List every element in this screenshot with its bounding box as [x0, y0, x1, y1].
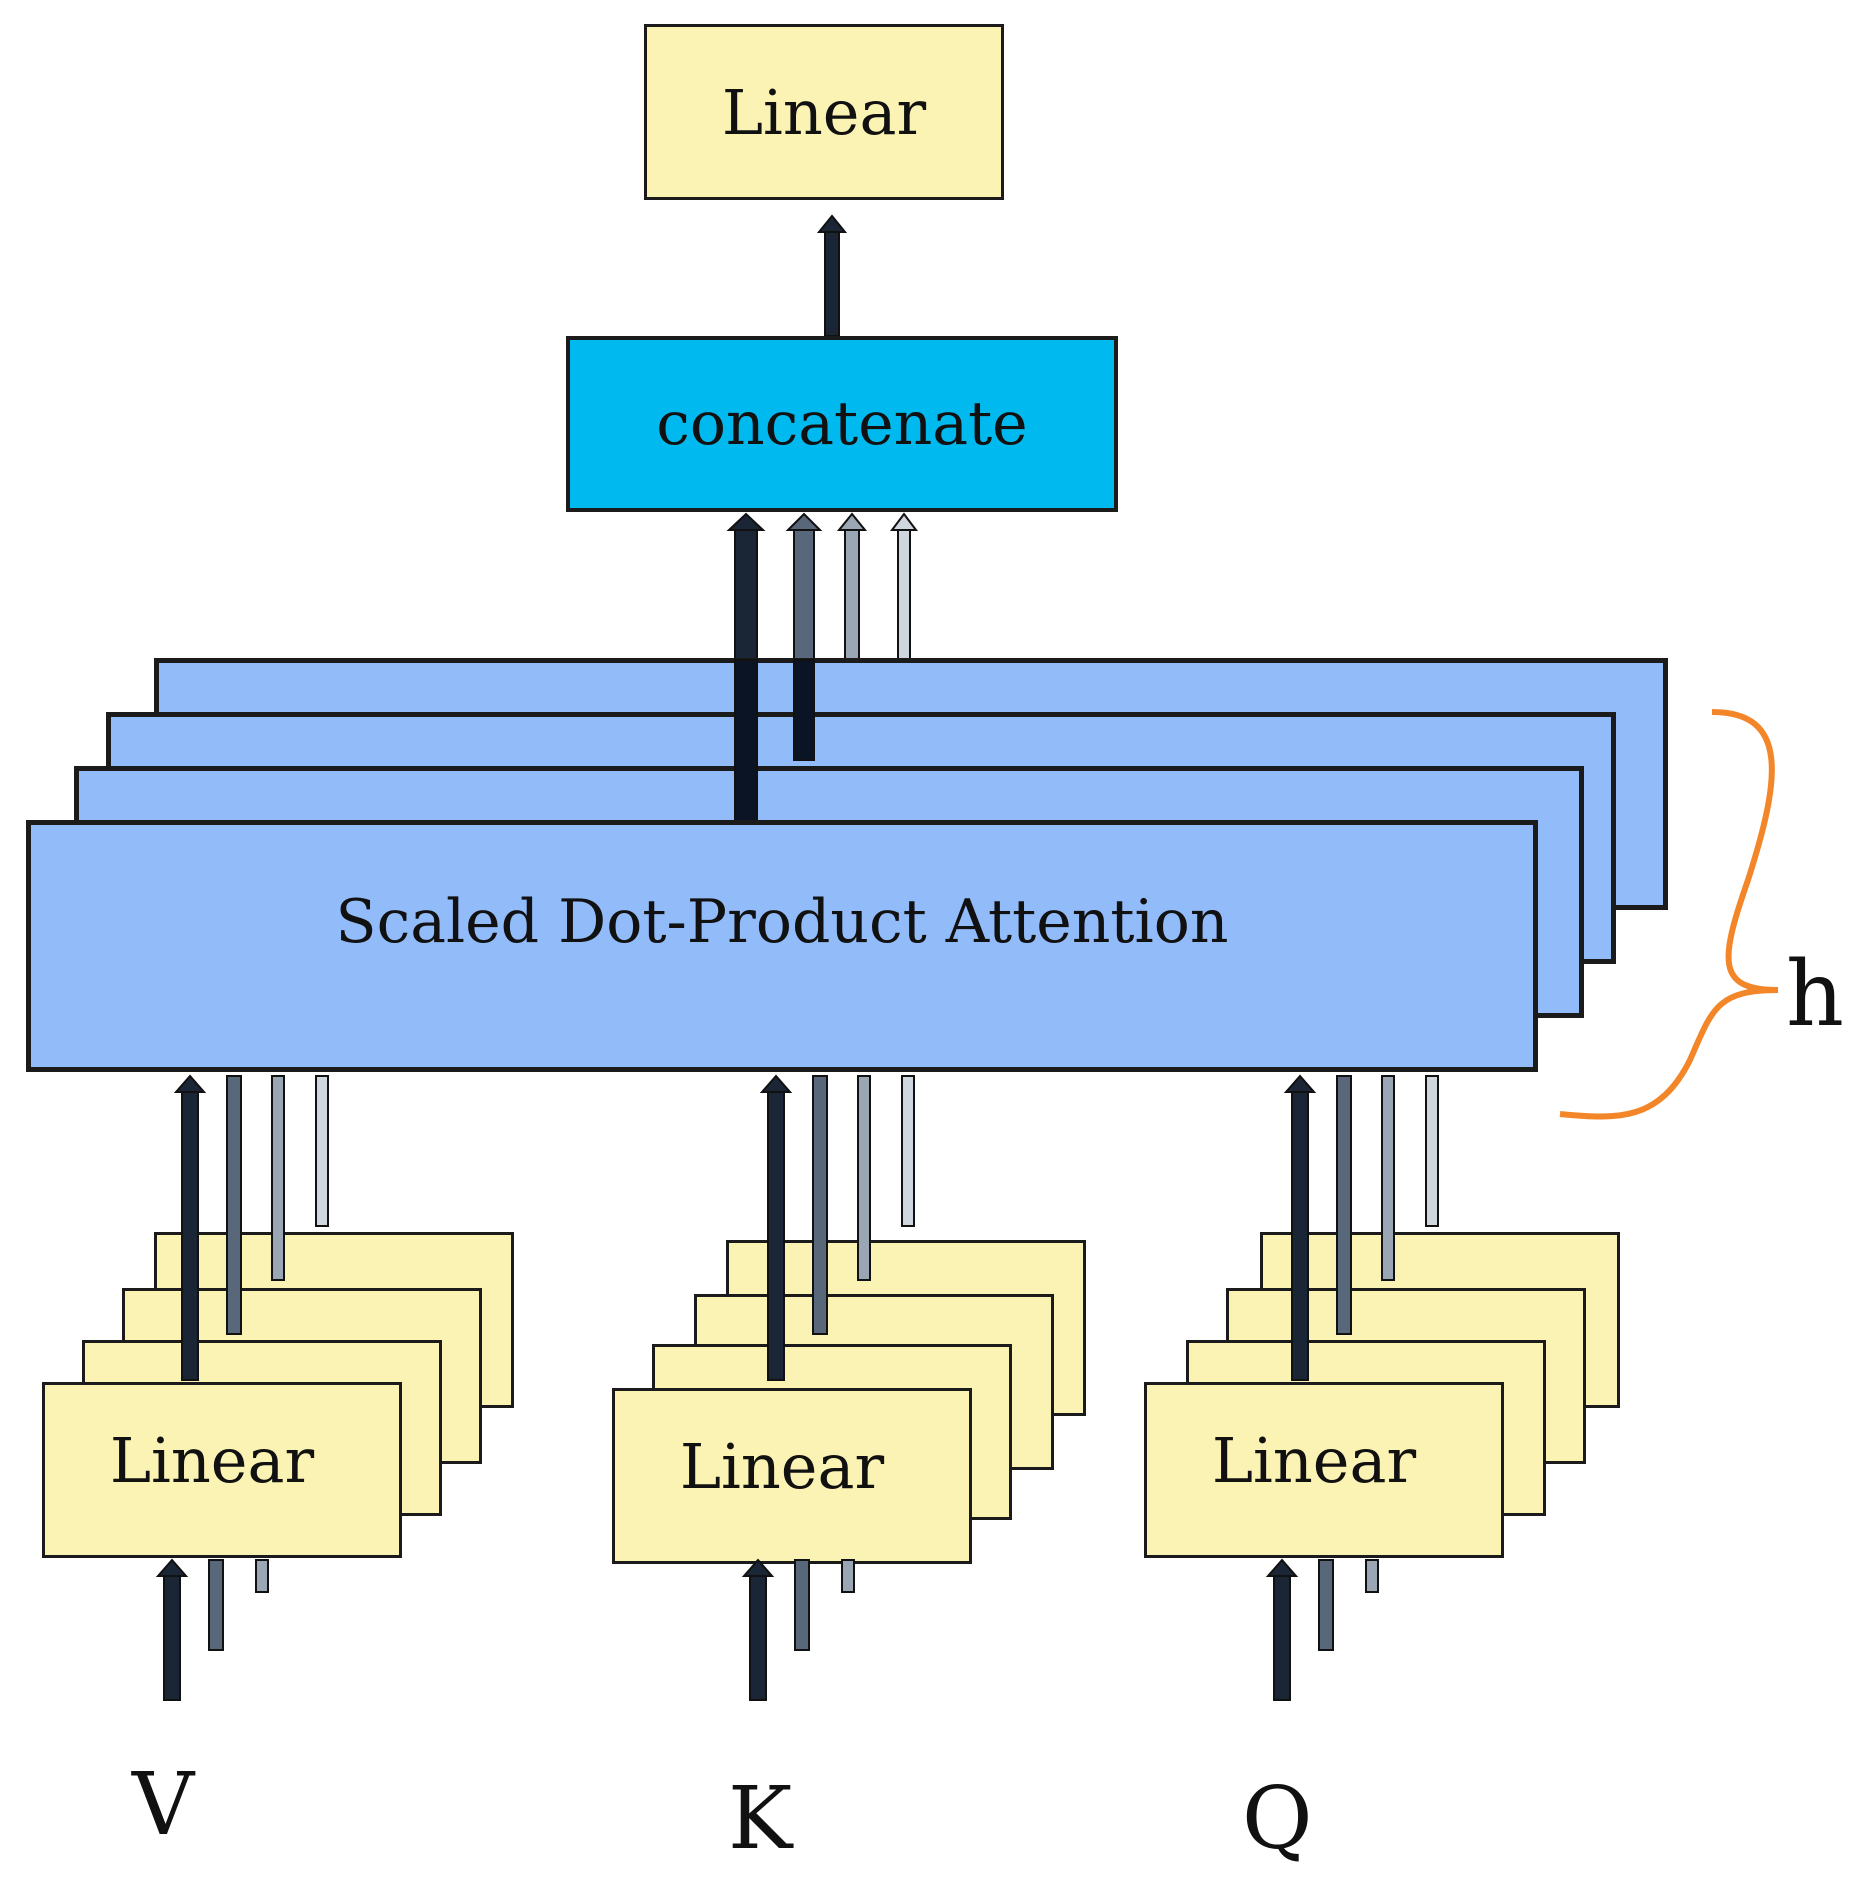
concatenate-label: concatenate	[656, 389, 1028, 459]
v-input-arrow-3	[255, 1559, 269, 1593]
k-arrow-head3	[857, 1075, 871, 1281]
attention-label: Scaled Dot-Product Attention	[335, 887, 1229, 957]
input-v-label: V	[132, 1755, 195, 1855]
v-input-arrow-2	[208, 1559, 224, 1651]
q-arrow-head4	[1425, 1075, 1439, 1227]
q-arrow-head1	[1283, 1074, 1317, 1381]
q-input-arrow-3	[1365, 1559, 1379, 1593]
input-k-label: K	[728, 1769, 793, 1869]
v-input-arrow-1	[155, 1558, 189, 1701]
v-arrow-head1	[173, 1074, 207, 1381]
k-arrow-head4	[901, 1075, 915, 1227]
q-arrow-head2	[1336, 1075, 1352, 1335]
arrow-head2-column	[793, 659, 815, 761]
k-linear-1: Linear	[612, 1388, 972, 1564]
input-q-label: Q	[1242, 1769, 1313, 1869]
output-linear-box: Linear	[644, 24, 1004, 200]
heads-count-label: h	[1786, 942, 1844, 1047]
arrow-concat-to-linear	[816, 214, 848, 337]
k-input-arrow-2	[794, 1559, 810, 1651]
q-linear-label: Linear	[1211, 1423, 1417, 1497]
attention-head-1: Scaled Dot-Product Attention	[26, 820, 1538, 1072]
v-arrow-head2	[226, 1075, 242, 1335]
v-arrow-head3	[271, 1075, 285, 1281]
v-linear-1: Linear	[42, 1382, 402, 1558]
output-linear-label: Linear	[721, 75, 927, 149]
v-linear-label: Linear	[109, 1423, 315, 1497]
k-arrow-head1	[759, 1074, 793, 1381]
q-linear-1: Linear	[1144, 1382, 1504, 1558]
q-arrow-head3	[1381, 1075, 1395, 1281]
k-input-arrow-3	[841, 1559, 855, 1593]
concatenate-box: concatenate	[566, 336, 1118, 512]
k-input-arrow-1	[741, 1558, 775, 1701]
k-arrow-head2	[812, 1075, 828, 1335]
q-input-arrow-1	[1265, 1558, 1299, 1701]
q-input-arrow-2	[1318, 1559, 1334, 1651]
k-linear-label: Linear	[679, 1429, 885, 1503]
heads-brace	[1559, 709, 1779, 1120]
v-arrow-head4	[315, 1075, 329, 1227]
